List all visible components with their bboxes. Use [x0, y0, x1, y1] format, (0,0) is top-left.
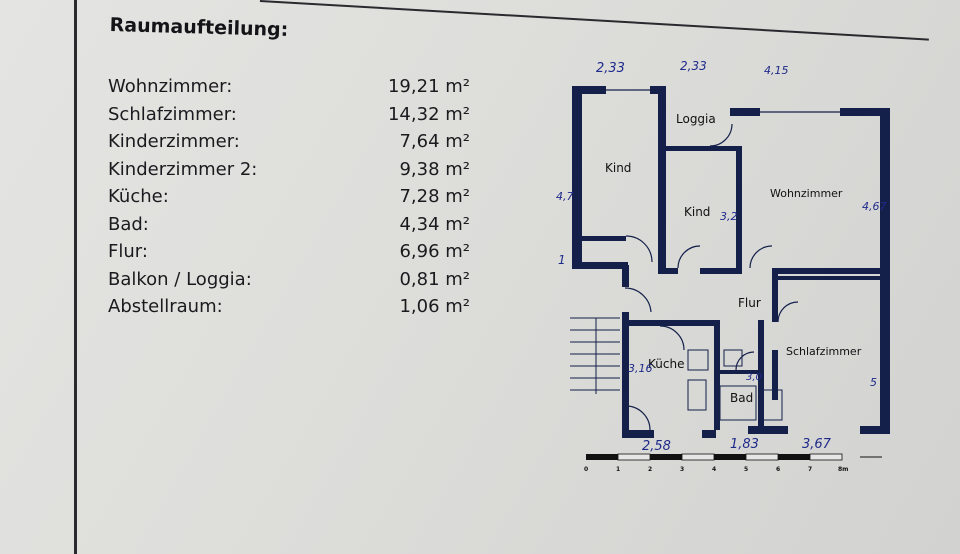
scale-tick: 6 [776, 466, 780, 473]
dim-left-1: 4,7 [556, 190, 574, 203]
room-row-kinderzimmer: Kinderzimmer: 7,64 m² [108, 131, 488, 159]
room-area: 9,38 m² [399, 158, 470, 180]
room-name: Balkon / Loggia: [108, 268, 252, 290]
windows-doors [606, 89, 840, 431]
dim-bad: 3,0 [746, 372, 762, 383]
label-wohnzimmer: Wohnzimmer [770, 187, 843, 200]
header-rule [259, 0, 929, 41]
dim-bottom-1: 2,58 [642, 439, 671, 454]
dim-kueche: 3,16 [628, 362, 653, 375]
dim-top-2: 2,33 [680, 59, 707, 73]
room-name: Küche: [108, 186, 169, 207]
room-row-wohnzimmer: Wohnzimmer: 19,21 m² [108, 76, 488, 104]
label-bad: Bad [730, 391, 753, 405]
scale-tick: 2 [648, 466, 652, 473]
room-name: Kinderzimmer: [108, 131, 240, 152]
room-row-bad: Bad: 4,34 m² [108, 214, 488, 242]
page-heading: Raumaufteilung: [109, 14, 289, 41]
room-row-abstellraum: Abstellraum: 1,06 m² [108, 296, 488, 324]
room-row-balkon-loggia: Balkon / Loggia: 0,81 m² [108, 269, 488, 297]
room-area: 6,96 m² [399, 241, 470, 262]
scale-tick: 8m [838, 466, 848, 473]
dim-kind: 3,2 [720, 210, 738, 223]
label-kind-1: Kind [605, 161, 631, 175]
room-area: 4,34 m² [399, 213, 470, 235]
room-area: 7,64 m² [399, 131, 470, 152]
label-kueche: Küche [648, 357, 684, 371]
label-flur: Flur [738, 296, 761, 310]
label-kind-2: Kind [684, 205, 710, 219]
scale-tick: 1 [616, 466, 620, 473]
scale-tick: 5 [744, 466, 748, 473]
room-area: 0,81 m² [399, 268, 470, 290]
room-labels: Loggia Kind Kind Wohnzimmer Flur Schlafz… [605, 112, 862, 405]
dim-bottom-2: 1,83 [730, 437, 759, 452]
room-name: Kinderzimmer 2: [108, 158, 258, 180]
room-area: 1,06 m² [399, 296, 470, 317]
room-area: 19,21 m² [387, 76, 470, 97]
room-row-kinderzimmer-2: Kinderzimmer 2: 9,38 m² [108, 159, 488, 187]
floor-plan: Loggia Kind Kind Wohnzimmer Flur Schlafz… [556, 59, 890, 473]
label-schlafzimmer: Schlafzimmer [786, 345, 862, 358]
dim-schlaf: 5 [870, 376, 877, 389]
room-row-kueche: Küche: 7,28 m² [108, 186, 488, 214]
label-loggia: Loggia [676, 112, 716, 126]
margin-rule [74, 0, 77, 554]
scale-tick: 7 [808, 466, 812, 473]
dim-bottom-3: 3,67 [802, 437, 832, 452]
dim-top-1: 2,33 [596, 61, 625, 76]
scale-tick: 3 [680, 466, 684, 473]
room-name: Wohnzimmer: [108, 76, 233, 97]
dim-top-3: 4,15 [764, 64, 789, 77]
handwritten-dimensions: 2,33 2,33 4,15 4,7 1 3,2 4,67 3,16 3,0 5… [556, 59, 887, 454]
fixtures [687, 349, 783, 421]
dim-left-2: 1 [558, 253, 566, 267]
stairs [570, 317, 620, 394]
walls [572, 86, 890, 438]
scale-tick: 0 [584, 466, 588, 473]
room-list: Wohnzimmer: 19,21 m² Schlafzimmer: 14,32… [108, 76, 488, 324]
dim-right: 4,67 [862, 200, 887, 213]
scale-tick: 4 [712, 466, 716, 473]
room-name: Bad: [108, 213, 149, 235]
room-area: 7,28 m² [399, 186, 470, 207]
room-row-flur: Flur: 6,96 m² [108, 241, 488, 269]
room-area: 14,32 m² [387, 103, 470, 125]
room-name: Schlafzimmer: [108, 103, 237, 125]
scale-bar: 0 1 2 3 4 5 6 7 8m [584, 453, 882, 473]
room-name: Flur: [108, 241, 148, 262]
room-row-schlafzimmer: Schlafzimmer: 14,32 m² [108, 104, 488, 132]
room-name: Abstellraum: [108, 296, 223, 317]
